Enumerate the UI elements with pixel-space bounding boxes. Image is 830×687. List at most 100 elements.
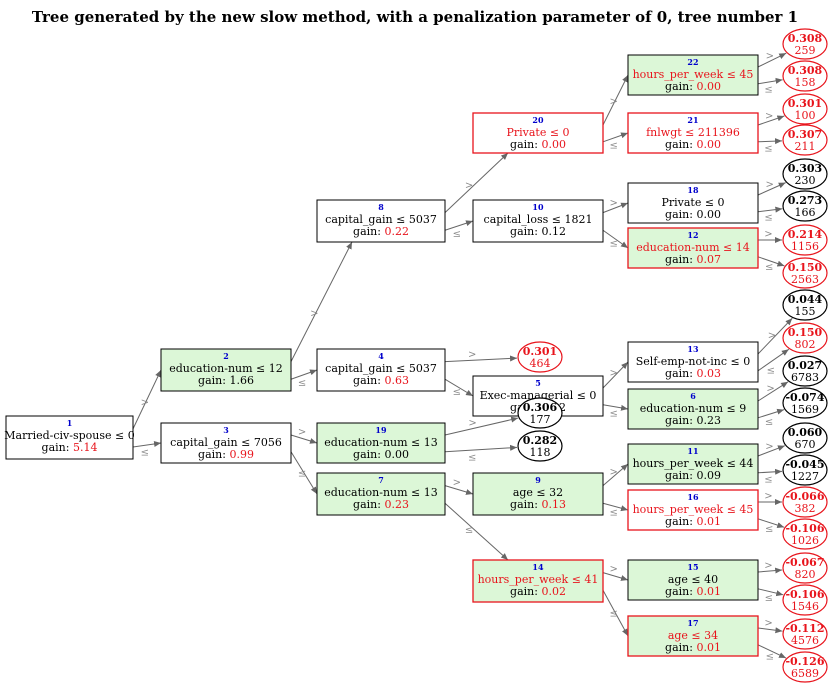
leaf-ellipse	[782, 422, 828, 454]
gain-value: 0.01	[696, 585, 721, 598]
gain-text: gain: 0.12	[510, 225, 566, 238]
edge-label: ≤	[764, 474, 772, 485]
node-id: 8	[378, 202, 384, 212]
edge-n19-l_19a	[444, 416, 519, 436]
edge-label: ≤	[610, 608, 618, 619]
gain-text: gain: 0.00	[665, 138, 721, 151]
node-box	[627, 559, 759, 601]
edge-n1-n3	[132, 441, 162, 448]
node-id: 18	[687, 185, 699, 195]
gain-value: 0.23	[696, 414, 721, 427]
node-id: 7	[378, 475, 384, 485]
edge-label: >	[141, 397, 149, 408]
leaf-ellipse	[782, 224, 828, 256]
node-box	[627, 388, 759, 430]
node-id: 12	[687, 230, 698, 240]
leaf-ellipse	[782, 584, 828, 616]
leaf-count: 2563	[791, 273, 819, 286]
gain-text: gain: 0.02	[510, 585, 566, 598]
edge-n8-n20	[444, 152, 509, 213]
node-id: 10	[532, 202, 544, 212]
node-id: 21	[687, 115, 698, 125]
leaf-ellipse	[782, 190, 828, 222]
edge-label: ≤	[465, 525, 473, 536]
edge-n2-n8	[290, 241, 353, 362]
edge-label: >	[764, 491, 772, 502]
edge-label: >	[453, 478, 461, 489]
edge-label: >	[768, 330, 776, 341]
leaf-value: 0.150	[788, 261, 823, 274]
edge-n22-l_22a	[757, 52, 787, 68]
leaf-value: 0.301	[523, 345, 557, 358]
node-id: 11	[687, 446, 698, 456]
edge-n18-l_18b	[757, 206, 783, 213]
edge-label: ≤	[453, 387, 461, 398]
split-condition: education-num ≤ 13	[324, 486, 438, 499]
edge-label: ≤	[298, 378, 306, 389]
gain-text: gain: 0.00	[510, 138, 566, 151]
leaf-ellipse	[782, 322, 828, 354]
edge-label: ≤	[453, 229, 461, 240]
gain-label: gain:	[353, 374, 384, 387]
gain-value: 0.22	[384, 225, 409, 238]
gain-text: gain: 0.09	[665, 469, 721, 482]
edge-label: ≤	[610, 508, 618, 519]
gain-text: gain: 0.00	[665, 208, 721, 221]
gain-value: 0.00	[384, 448, 409, 461]
gain-text: gain: 0.01	[665, 585, 721, 598]
gain-text: gain: 0.23	[353, 498, 409, 511]
gain-value: 0.12	[541, 225, 566, 238]
edge-label: ≤	[610, 238, 618, 249]
gain-label: gain:	[665, 208, 696, 221]
edge-label: >	[765, 441, 773, 452]
gain-text: gain: 0.22	[353, 225, 409, 238]
gain-label: gain:	[42, 441, 73, 454]
gain-value: 0.09	[696, 469, 721, 482]
edge-n16-l_16b	[757, 518, 785, 528]
edge-label: >	[766, 51, 774, 62]
edge-label: ≤	[765, 593, 773, 604]
gain-text: gain: 0.23	[665, 414, 721, 427]
gain-value: 0.02	[541, 585, 566, 598]
gain-label: gain:	[510, 138, 541, 151]
edge-label: ≤	[765, 524, 773, 535]
leaf-value: -0.074	[785, 391, 824, 404]
edge-label: >	[764, 618, 772, 629]
leaf-value: -0.066	[785, 490, 824, 503]
gain-text: gain: 0.03	[665, 367, 721, 380]
gain-text: gain: 0.00	[665, 80, 721, 93]
leaf-value: 0.273	[788, 194, 822, 207]
gain-value: 0.01	[696, 641, 721, 654]
edge-n8-n10	[444, 220, 474, 231]
leaf-ellipse	[782, 486, 828, 518]
gain-value: 0.00	[696, 138, 721, 151]
node-box	[627, 443, 759, 485]
edge-n12-l_12b	[757, 256, 785, 267]
edge-label: >	[610, 368, 618, 379]
leaf-count: 382	[795, 502, 816, 515]
gain-value: 0.07	[696, 253, 721, 266]
gain-value: 0.03	[696, 367, 721, 380]
node-box	[5, 415, 134, 460]
gain-label: gain:	[353, 225, 384, 238]
node-box	[472, 112, 604, 154]
gain-value: 0.99	[229, 448, 254, 461]
edge-n9-n11	[602, 463, 629, 486]
gain-text: gain: 0.99	[198, 448, 254, 461]
